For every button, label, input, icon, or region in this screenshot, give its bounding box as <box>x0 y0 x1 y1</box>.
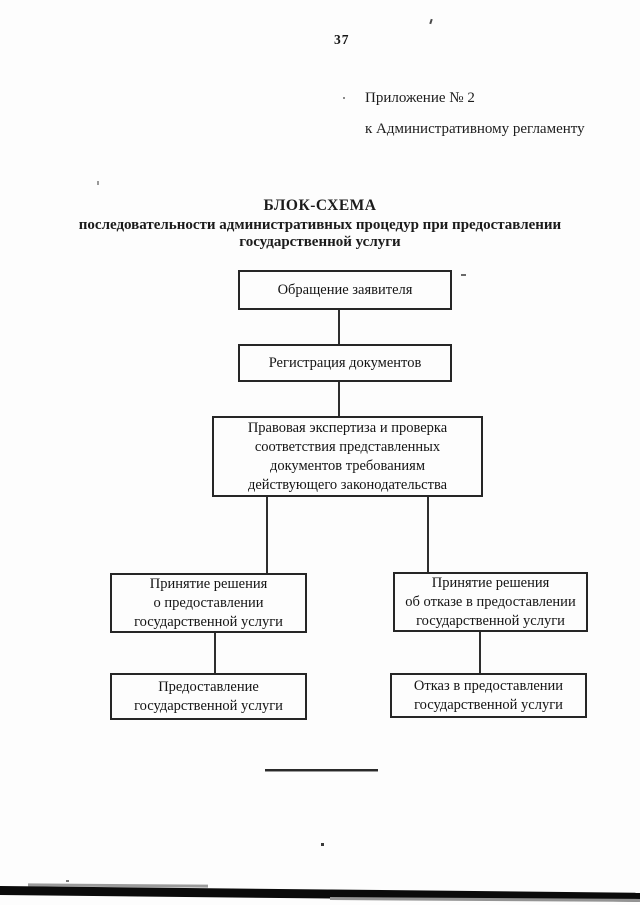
flow-box-text-line: соответствия представленных <box>254 438 441 455</box>
scan-speck <box>97 181 99 185</box>
flow-box-obrashchenie-zayavitelya: Обращение заявителя <box>238 270 452 310</box>
flow-box-text-line: государственной услуги <box>134 613 283 630</box>
scan-speck <box>321 843 324 846</box>
title-line-3: государственной услуги <box>239 234 401 250</box>
flow-box-text-line: документов требованиям <box>269 457 426 474</box>
flow-box-prinyatie-resheniya-o-predostavlenii: Принятие решения о предоставлении госуда… <box>110 573 307 633</box>
scan-speck <box>429 18 433 25</box>
title-line-2: последовательности административных проц… <box>78 217 562 233</box>
scan-speck <box>461 274 466 276</box>
flow-box-text-line: Принятие решения <box>431 574 550 591</box>
flow-box-text-line: Предоставление <box>158 678 259 695</box>
connector-line <box>427 497 429 572</box>
flow-box-predostavlenie-uslugi: Предоставление государственной услуги <box>110 673 307 720</box>
flow-box-text-line: о предоставлении <box>153 594 264 611</box>
appendix-label: Приложение № 2 <box>365 90 475 106</box>
connector-line <box>266 497 268 573</box>
connector-line <box>479 632 481 673</box>
flow-box-text-line: Регистрация документов <box>268 354 422 371</box>
scan-edge-artifact <box>329 897 640 902</box>
scan-speck <box>66 880 69 882</box>
page-number: 37 <box>334 32 350 47</box>
flow-box-prinyatie-resheniya-ob-otkaze: Принятие решения об отказе в предоставле… <box>393 572 588 632</box>
document-title: БЛОК-СХЕМА последовательности администра… <box>0 197 640 251</box>
connector-line <box>338 382 340 416</box>
flow-box-otkaz-v-predostavlenii: Отказ в предоставлении государственной у… <box>390 673 587 718</box>
connector-line <box>214 633 216 673</box>
flow-box-text-line: Отказ в предоставлении <box>413 677 564 694</box>
flow-box-text-line: действующего законодательства <box>247 476 448 493</box>
connector-line <box>338 310 340 344</box>
appendix-reference: к Административному регламенту <box>365 121 585 137</box>
flow-box-text-line: Правовая экспертиза и проверка <box>247 419 448 436</box>
flow-box-registratsiya-dokumentov: Регистрация документов <box>238 344 452 382</box>
flow-box-text-line: об отказе в предоставлении <box>405 593 576 610</box>
flow-box-pravovaya-ekspertiza: Правовая экспертиза и проверка соответст… <box>212 416 483 497</box>
flow-box-text-line: Обращение заявителя <box>277 281 413 298</box>
title-line-1: БЛОК-СХЕМА <box>263 197 377 214</box>
flow-box-text-line: государственной услуги <box>414 696 563 713</box>
footnote-separator-line <box>265 769 378 771</box>
flow-box-text-line: Принятие решения <box>149 575 268 592</box>
flow-box-text-line: государственной услуги <box>416 612 565 629</box>
flow-box-text-line: государственной услуги <box>134 697 283 714</box>
scan-speck <box>343 97 345 99</box>
